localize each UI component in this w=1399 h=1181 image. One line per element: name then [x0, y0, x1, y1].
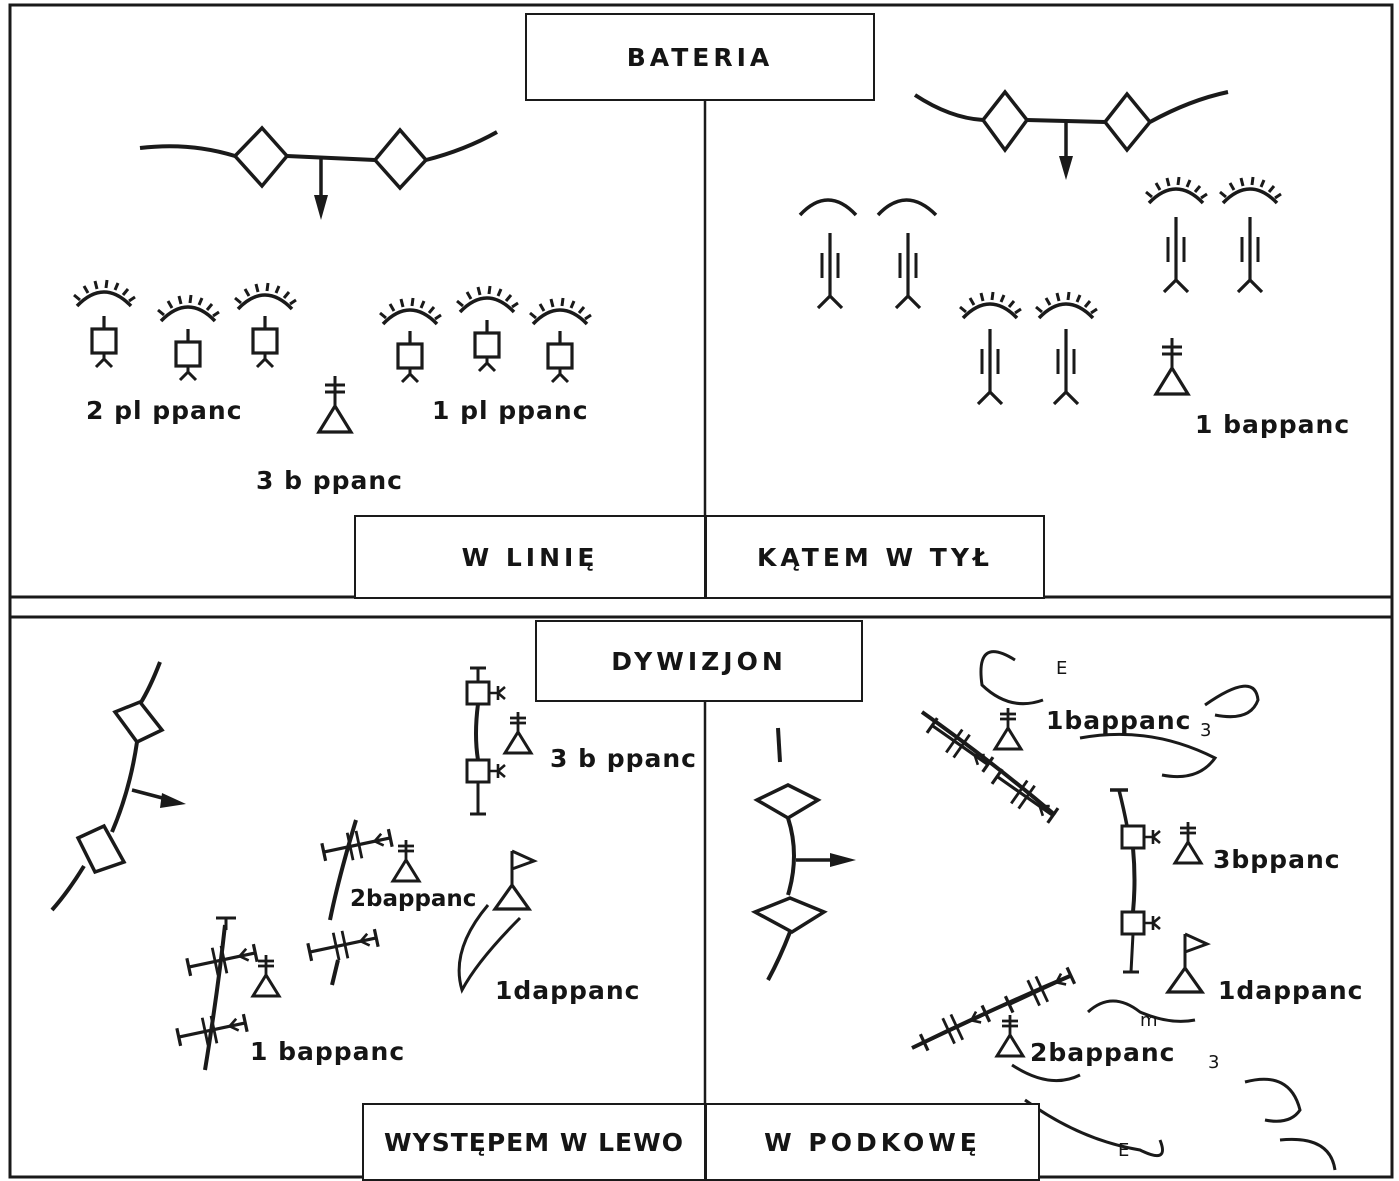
unit-label: 3bppanc: [1213, 845, 1341, 874]
unit-label: 3 b ppanc: [550, 744, 697, 773]
unit-label: 1 pl ppanc: [432, 396, 589, 425]
caption-katem-w-tyl: KĄTEM W TYŁ: [705, 515, 1045, 599]
unit-label: 1dappanc: [1218, 976, 1364, 1005]
battalion-echelon-left-formation: [50, 661, 536, 1071]
battery-command-post-icon: [1154, 336, 1190, 396]
fire-position-line-symbol: [913, 89, 1229, 180]
section-title-dywizjon: DYWIZJON: [535, 620, 863, 702]
antitank-gun-icon: [798, 198, 858, 310]
antitank-gun-icon: [233, 281, 298, 369]
route-scribble: [979, 650, 1337, 1171]
battery-position-2b: [911, 961, 1079, 1058]
fire-position-line-symbol: [139, 125, 498, 220]
battery-angle-back-formation: [798, 89, 1283, 406]
antitank-gun-icon: [958, 290, 1023, 406]
route-mark: m: [1140, 1010, 1159, 1031]
unit-label: 2 pl ppanc: [86, 396, 243, 425]
antitank-gun-icon: [156, 293, 221, 382]
battery-position-2: [305, 819, 421, 986]
antitank-gun-icon: [378, 296, 443, 384]
unit-label: 1dappanc: [495, 976, 641, 1005]
battery-position-3b: [1110, 788, 1203, 974]
section-title-bateria: BATERIA: [525, 13, 875, 101]
battalion-command-post-1d: [1166, 932, 1209, 994]
battery-line-formation: [72, 125, 593, 434]
battery-position-3: [465, 666, 533, 816]
battalion-command-post-1d: [457, 849, 536, 994]
fire-position-line-symbol: [50, 661, 186, 912]
unit-label: 1bappanc: [1046, 706, 1192, 735]
route-mark: 3: [1208, 1052, 1221, 1073]
battery-command-post-icon: [317, 374, 353, 434]
route-mark: 3: [1200, 720, 1213, 741]
route-mark: E: [1056, 658, 1069, 679]
caption-wystepem-w-lewo: WYSTĘPEM W LEWO: [362, 1103, 706, 1181]
antitank-gun-icon: [72, 278, 137, 369]
battery-position-1: [174, 916, 281, 1071]
caption-w-linie: W LINIĘ: [354, 515, 706, 599]
fire-position-line-symbol: [750, 727, 856, 981]
caption-w-podkowe: W PODKOWĘ: [705, 1103, 1040, 1181]
unit-label: 1 bappanc: [250, 1037, 406, 1066]
antitank-gun-icon: [1218, 175, 1283, 294]
route-mark: E: [1118, 1140, 1131, 1161]
antitank-gun-icon: [1034, 290, 1099, 406]
antitank-gun-icon: [876, 198, 938, 310]
unit-label: 2bappanc: [1030, 1038, 1176, 1067]
antitank-gun-icon: [455, 284, 520, 373]
antitank-gun-icon: [1144, 175, 1209, 294]
unit-label: 2bappanc: [350, 886, 477, 912]
unit-label: 3 b ppanc: [256, 466, 403, 495]
battalion-horseshoe-formation: [750, 650, 1337, 1171]
battery-position-1b: [920, 706, 1063, 829]
unit-label: 1 bappanc: [1195, 410, 1351, 439]
antitank-gun-icon: [528, 296, 593, 384]
